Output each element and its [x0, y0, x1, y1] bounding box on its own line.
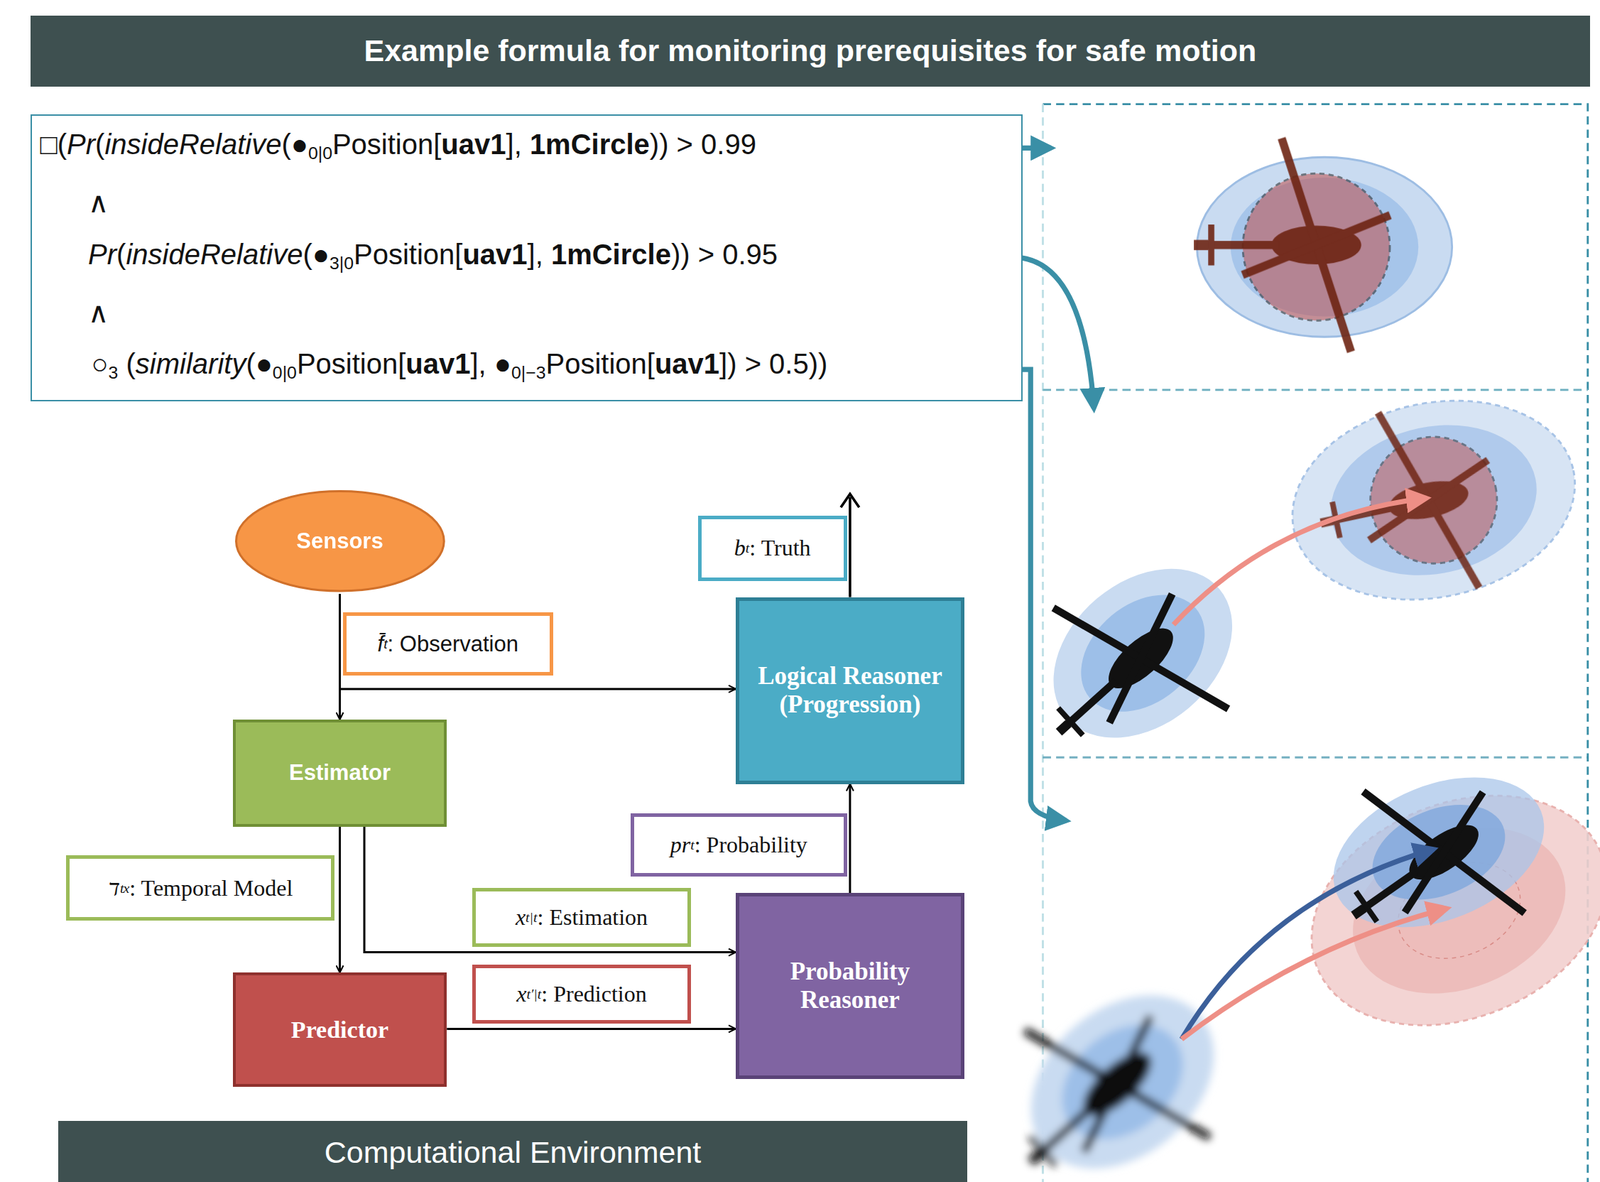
- process-box: Probability Reasoner: [735, 892, 965, 1079]
- formula-line: ○3 (similarity(●0|0Position[uav1], ●0|−3…: [90, 346, 828, 384]
- signal-label: prt: Probability: [630, 813, 848, 877]
- signal-label: xt′|t: Prediction: [472, 964, 691, 1024]
- formula-box: □(Pr(insideRelative(●0|0Position[uav1], …: [30, 114, 1023, 402]
- node-label: Sensors: [291, 528, 388, 554]
- node-label: Predictor: [286, 1016, 393, 1044]
- connector-arrow: [338, 826, 341, 973]
- process-box: Predictor: [232, 972, 448, 1087]
- uav-similarity: [962, 733, 1600, 1182]
- title-text: Example formula for monitoring prerequis…: [363, 33, 1257, 69]
- node-label: Probability Reasoner: [739, 957, 961, 1015]
- signal-label: f̄t: Observation: [343, 612, 554, 676]
- connector-arrow: [364, 826, 736, 953]
- process-box: Estimator: [232, 719, 448, 827]
- sensor-ellipse: Sensors: [232, 487, 448, 594]
- node-label: Logical Reasoner (Progression): [739, 661, 961, 719]
- node-label: Estimator: [284, 759, 395, 786]
- signal-label: bt: Truth: [698, 515, 848, 581]
- footer-band: Computational Environment: [58, 1120, 968, 1182]
- connector-arrow: [848, 784, 851, 894]
- formula-line: ∧: [88, 185, 109, 220]
- node-label: Computational Environment: [320, 1134, 706, 1170]
- process-box: Logical Reasoner (Progression): [735, 597, 965, 785]
- connector-arrow: [340, 593, 737, 689]
- formula-line: ∧: [88, 295, 109, 330]
- formula-line: □(Pr(insideRelative(●0|0Position[uav1], …: [40, 127, 757, 165]
- uav-prediction: [993, 375, 1593, 805]
- title-band: Example formula for monitoring prerequis…: [30, 15, 1591, 88]
- formula-line: Pr(insideRelative(●3|0Position[uav1], 1m…: [88, 237, 778, 275]
- connector-arrow: [446, 1027, 736, 1030]
- signal-label: דtx: Temporal Model: [66, 855, 335, 921]
- signal-label: xt|t: Estimation: [472, 887, 691, 947]
- uav-now: [1193, 137, 1453, 353]
